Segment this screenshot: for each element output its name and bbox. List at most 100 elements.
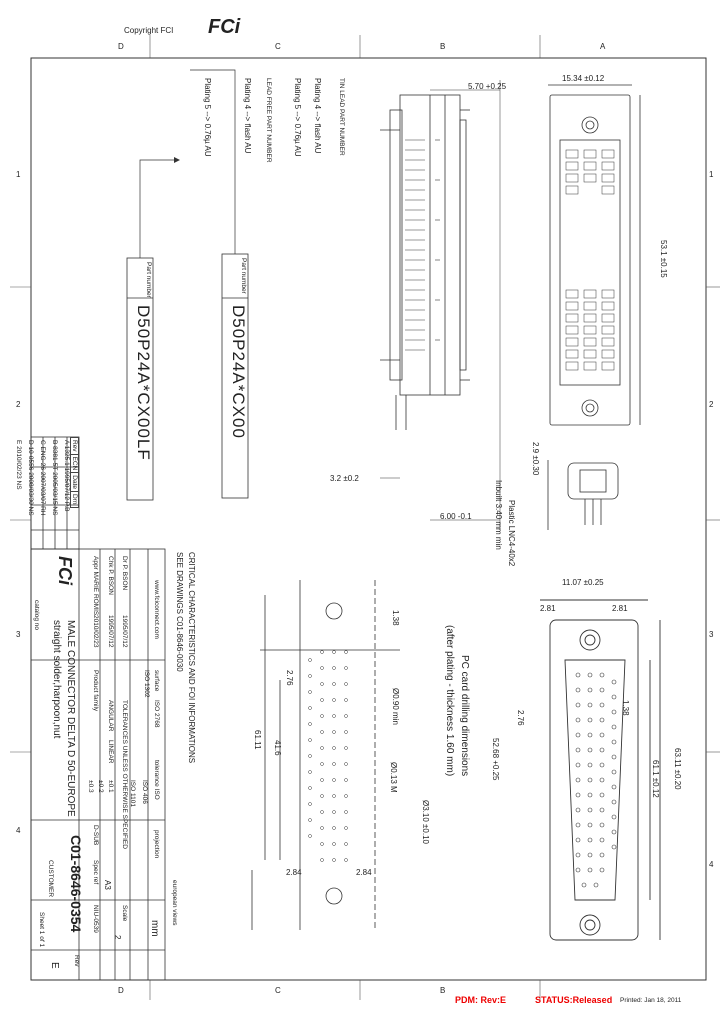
printed-date: Printed: Jan 18, 2011: [620, 997, 682, 1004]
zone-number-3-right: 3: [709, 630, 714, 639]
tin-lead-line1: Plating 4 --> flash AU: [313, 78, 322, 154]
dim-53-1: 53.1 ±0.15: [659, 240, 668, 278]
date-3: 2010/02/23: [92, 615, 99, 648]
company-line: catalog no: [33, 600, 40, 630]
dim-6-00: 6.00 -0.1: [440, 512, 472, 521]
part-number-value-1: D50P24A*CX00LF: [134, 305, 153, 461]
date-2: 1995/07/12: [107, 615, 114, 648]
harpoon-note-2: Inbuilt 3.40 mm min: [494, 480, 503, 550]
dim-52-68: 52.68 +0.25: [491, 738, 500, 781]
revision-rows: A 1325.1 1995/07/12 P.B B 8381-5T 2005/0…: [12, 440, 72, 516]
dim-3-10: Ø3.10 ±0.10: [421, 800, 430, 844]
tolerance-value-3: ISO 1101: [129, 780, 136, 807]
see-drawings-note: SEE DRAWINGS C01-8646-0030: [175, 552, 184, 672]
date-1: 1995/07/12: [121, 615, 128, 648]
dim-15-34: 15.34 ±0.12: [562, 74, 605, 83]
zone-number-4: 4: [16, 826, 21, 835]
dim-2-9: 2.9 ±0.30: [531, 442, 540, 476]
part-number-label-2: Part number: [240, 258, 247, 294]
dim-63-11: 63.11 ±0.20: [673, 748, 682, 790]
tolerance-value-1: ISO 2768: [153, 700, 160, 728]
angular-label: ANGULAR: [107, 700, 114, 732]
zone-number-2: 2: [16, 400, 21, 409]
approved-by: Appr MARIE ROMIS: [92, 556, 99, 616]
zone-number-1-right: 1: [709, 170, 714, 179]
rev-label: Rev: [73, 955, 80, 967]
dim-2-81b: 2.81: [612, 604, 628, 613]
part-number-label-1: Part number: [145, 262, 152, 298]
zone-number-3: 3: [16, 630, 21, 639]
zone-letter-d-bottom: D: [118, 986, 124, 995]
status: STATUS:Released: [535, 995, 613, 1005]
fci-logo: FCi: [208, 16, 241, 38]
zone-number-1: 1: [16, 170, 21, 179]
zone-letter-a-top: A: [600, 42, 606, 51]
dim-2-76b: 2.76: [285, 670, 294, 686]
revision-row: A 1325.1 1995/07/12 P.B: [63, 440, 70, 512]
title-line-2: straight solder,harpoon,nut: [51, 620, 62, 739]
revision-row: E 2010/02/23 NS: [15, 440, 22, 490]
drawing-number: C01-8646-0354: [68, 835, 84, 933]
general-tolerances: TOLERANCES UNLESS OTHERWISE SPECIFIED: [121, 700, 128, 849]
tin-lead-title: TIN LEAD PART NUMBER: [338, 78, 345, 156]
product-family-label: Product family: [92, 670, 99, 712]
projection-label: projection: [153, 830, 160, 859]
revision-row: C ENG-26 2007/03/07 RH: [39, 440, 46, 516]
title-logo: FCi: [55, 556, 75, 585]
dim-2-76a: 2.76: [516, 710, 525, 726]
doc-type: CUSTOMER: [47, 860, 54, 898]
revision-row: B 8381-5T 2005/03/15 NS: [51, 440, 58, 516]
rev-value: E: [49, 962, 60, 969]
sheet-info: Sheet 1 of 1: [38, 912, 45, 948]
part-number-value-2: D50P24A*CX00: [229, 305, 248, 439]
spec-value: NIU-0539: [92, 905, 99, 933]
tin-lead-line2: Plating 5 --> 0.76µ AU: [293, 78, 302, 157]
drawn-by: Dr P. BSON: [121, 556, 128, 591]
zone-number-4-right: 4: [709, 860, 714, 869]
dim-2-81a: 2.81: [540, 604, 556, 613]
product-family-value: D-SUB: [92, 825, 99, 846]
critical-note: CRITICAL CHARACTERISTICS AND FOI INFORMA…: [187, 552, 196, 764]
zone-letter-c-bottom: C: [275, 986, 281, 995]
tol-value-2: ±0.2: [97, 780, 104, 793]
dim-1-38b: 1.38: [391, 610, 400, 626]
surface-value: ISO 1302: [143, 670, 150, 698]
lead-free-title: LEAD FREE PART NUMBER: [265, 78, 272, 163]
spec-label: Spec ref: [92, 860, 99, 885]
dim-61-1: 61.1 ±0.12: [651, 760, 660, 798]
tolerance-label: tolerance ISO: [153, 760, 160, 800]
lead-free-line2: Plating 5 --> 0.76µ AU: [203, 78, 212, 157]
title-line-1: MALE CONNECTOR DELTA D 50-EUROPE: [65, 620, 76, 817]
pcb-note-2: (after plating - thickness 1.60 mm): [444, 625, 455, 777]
lead-free-line1: Plating 4 --> flash AU: [243, 78, 252, 154]
surface-label: surface: [153, 670, 160, 692]
dim-0-90: Ø0.90 min: [391, 688, 400, 725]
revision-row: D 10-0556 2008/03/30 NS: [27, 440, 34, 516]
dim-1-38a: 1.38: [621, 700, 630, 716]
zone-letter-c-top: C: [275, 42, 281, 51]
european-views: european views: [171, 880, 178, 926]
zone-letter-b-top: B: [440, 42, 446, 51]
dim-3-2: 3.2 ±0.2: [330, 474, 359, 483]
pdm-rev: PDM: Rev:E: [455, 995, 507, 1005]
dim-41-6: 41.6: [273, 740, 282, 756]
zone-number-2-right: 2: [709, 400, 714, 409]
tol-value-1: ±0.1: [107, 780, 114, 793]
dim-0-13: Ø0.13 M: [389, 762, 398, 793]
units: mm: [149, 920, 160, 937]
copyright-text: Copyright FCI: [124, 26, 174, 35]
website: www.fciconnect.com: [153, 580, 160, 639]
dim-2-84b: 2.84: [356, 868, 372, 877]
dim-11-07: 11.07 ±0.25: [562, 578, 604, 587]
harpoon-note-1: Plastic LNC4-40x2: [507, 500, 516, 567]
pcb-note-1: PC card drilling dimensions: [459, 655, 470, 777]
linear-label: LINEAR: [107, 740, 114, 764]
tolerance-value-2: ISO 406: [141, 780, 148, 804]
scale-label: Scale: [121, 905, 128, 922]
dim-5-70: 5.70 +0.25: [468, 82, 507, 91]
dim-2-84a: 2.84: [286, 868, 302, 877]
zone-letter-b-bottom: B: [440, 986, 446, 995]
checked-by: Chk P. BSON: [107, 556, 114, 595]
size-value: A3: [103, 880, 112, 890]
